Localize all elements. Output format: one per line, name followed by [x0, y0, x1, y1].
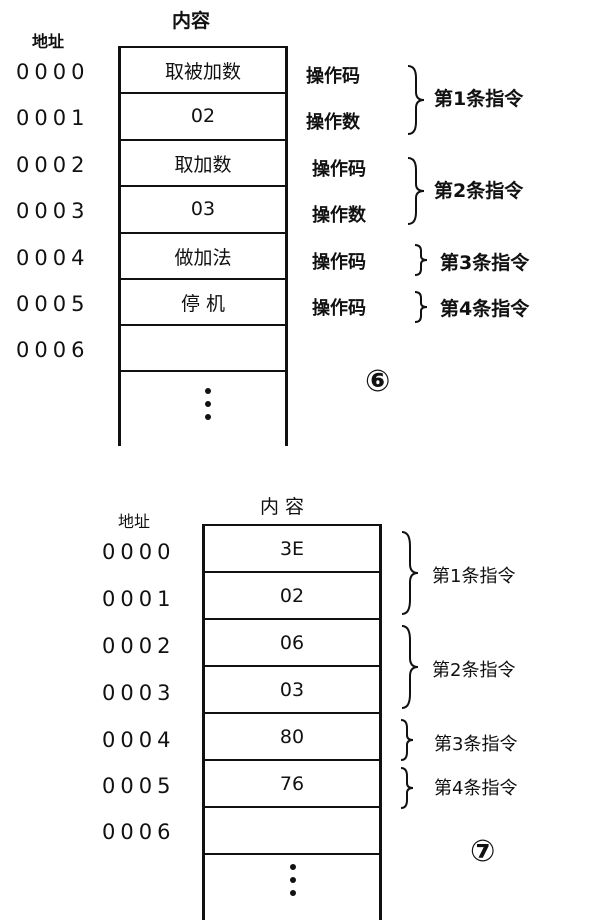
brace-icon	[407, 157, 425, 225]
address-label: 0003	[16, 199, 90, 223]
memory-box: 3E 02 06 03 80 76	[202, 524, 382, 920]
address-header: 地址	[32, 32, 65, 51]
instruction-label: 第3条指令	[440, 252, 530, 274]
address-label: 0001	[16, 106, 90, 130]
note-label: 操作数	[306, 112, 360, 133]
cell-content: 80	[279, 725, 305, 748]
ellipsis-dots	[205, 388, 211, 427]
cell-content: 06	[279, 631, 305, 654]
brace-icon	[400, 767, 414, 809]
memory-cell: 取被加数	[121, 46, 285, 92]
memory-cell: 取加数	[121, 139, 285, 185]
instruction-label: 第3条指令	[434, 734, 518, 755]
cell-content: 02	[190, 105, 216, 127]
memory-cell: 06	[205, 618, 379, 665]
address-label: 0005	[16, 292, 90, 316]
content-title: 内容	[172, 10, 211, 32]
memory-cell: 03	[205, 665, 379, 712]
memory-cell	[121, 324, 285, 372]
note-label: 操作码	[312, 252, 366, 273]
brace-icon	[407, 65, 425, 135]
memory-box: 取被加数 02 取加数 03 做加法 停 机	[118, 46, 288, 446]
instruction-label: 第2条指令	[434, 180, 524, 202]
instruction-label: 第1条指令	[432, 566, 516, 587]
content-title: 内 容	[260, 496, 305, 518]
address-label: 0002	[16, 153, 90, 177]
brace-icon	[414, 244, 428, 276]
cell-content: 02	[279, 584, 305, 607]
memory-cell: 02	[121, 92, 285, 138]
cell-content: 76	[279, 772, 305, 795]
brace-icon	[401, 625, 419, 709]
address-label: 0000	[102, 540, 176, 564]
figure-label: ⑦	[470, 834, 496, 869]
memory-cell	[205, 806, 379, 855]
brace-icon	[414, 291, 428, 323]
note-label: 操作码	[312, 159, 366, 180]
memory-cell: 03	[121, 185, 285, 231]
address-label: 0000	[16, 60, 90, 84]
address-label: 0002	[102, 634, 176, 658]
address-label: 0006	[16, 338, 90, 362]
cell-content: 03	[190, 198, 216, 220]
note-label: 操作数	[312, 205, 366, 226]
instruction-label: 第4条指令	[440, 298, 530, 320]
instruction-label: 第1条指令	[434, 88, 524, 110]
memory-cell: 做加法	[121, 232, 285, 278]
note-label: 操作码	[306, 66, 360, 87]
brace-icon	[401, 531, 419, 615]
memory-cell: 停 机	[121, 278, 285, 324]
ellipsis-dots	[290, 864, 296, 903]
address-label: 0004	[102, 728, 176, 752]
address-label: 0003	[102, 681, 176, 705]
cell-content: 取被加数	[164, 60, 241, 83]
memory-cell: 02	[205, 571, 379, 618]
cell-content: 做加法	[174, 246, 232, 269]
address-label: 0005	[102, 774, 176, 798]
brace-icon	[400, 719, 414, 761]
cell-content: 取加数	[174, 153, 232, 176]
memory-cell: 76	[205, 759, 379, 806]
cell-content: 03	[279, 678, 305, 701]
address-label: 0001	[102, 587, 176, 611]
address-label: 0006	[102, 820, 176, 844]
note-label: 操作码	[312, 298, 366, 319]
cell-content: 停 机	[180, 292, 226, 315]
memory-cell: 80	[205, 712, 379, 759]
address-header: 地址	[118, 512, 151, 531]
instruction-label: 第2条指令	[432, 660, 516, 681]
cell-content: 3E	[279, 537, 305, 560]
figure-label: ⑥	[365, 364, 391, 399]
memory-cell: 3E	[205, 524, 379, 571]
instruction-label: 第4条指令	[434, 778, 518, 799]
address-label: 0004	[16, 246, 90, 270]
